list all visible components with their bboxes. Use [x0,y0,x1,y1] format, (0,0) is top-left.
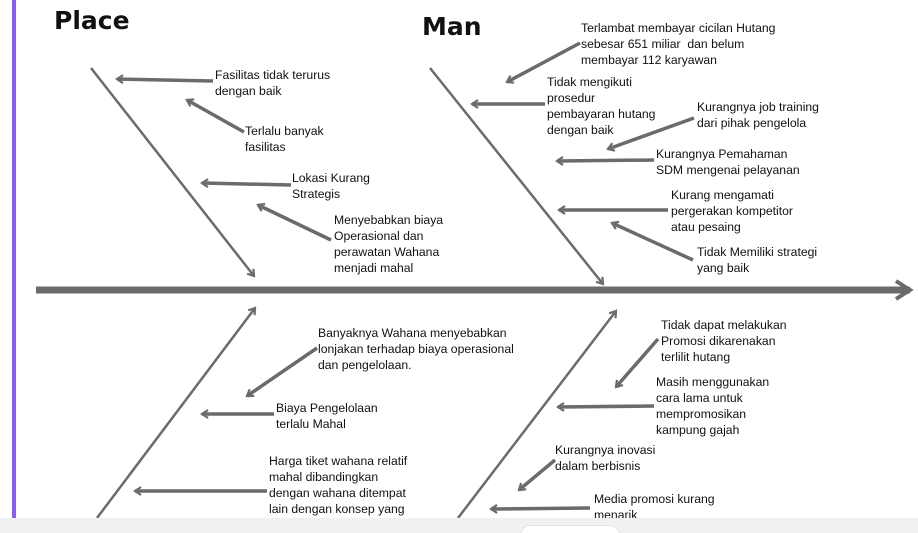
category-title-man: Man [422,12,482,41]
arrow-place-cause-4 [256,202,332,242]
arrow-bottom-right-cause-1 [614,337,660,389]
canvas-left-border [12,0,16,518]
cause-bottom-left-2: Biaya Pengelolaan terlalu Mahal [276,401,378,431]
arrow-man-cause-4 [555,156,655,166]
cause-man-5: Kurang mengamati pergerakan kompetitor a… [671,188,793,234]
scroll-handle[interactable] [520,525,620,533]
cause-man-3: Kurangnya job training dari pihak pengel… [697,100,819,130]
cause-bottom-right-2: Masih menggunakan cara lama untuk mempro… [656,375,770,437]
cause-man-2: Tidak mengikuti prosedur pembayaran huta… [547,75,656,137]
arrow-man-cause-1 [505,41,581,84]
bone-bottom-left [96,306,257,519]
arrow-man-cause-3 [606,116,695,152]
arrow-bottom-right-cause-3 [517,458,557,492]
bone-place [90,67,256,278]
arrow-bottom-left-cause-1 [245,346,318,398]
arrow-place-cause-3 [200,178,292,189]
editor-bottom-bar [0,518,918,533]
cause-place-4: Menyebabkan biaya Operasional dan perawa… [334,213,444,275]
category-title-place: Place [54,6,130,35]
cause-man-1: Terlambat membayar cicilan Hutang sebesa… [581,21,776,67]
cause-bottom-left-1: Banyaknya Wahana menyebabkan lonjakan te… [318,326,514,372]
bone-man [429,67,605,286]
cause-place-3: Lokasi Kurang Strategis [292,171,370,201]
arrow-place-cause-2 [185,98,245,134]
cause-place-1: Fasilitas tidak terurus dengan baik [215,68,331,98]
bone-bottom-right [457,309,618,519]
cause-bottom-right-1: Tidak dapat melakukan Promosi dikarenaka… [661,318,787,364]
cause-place-2: Terlalu banyak fasilitas [245,124,324,154]
cause-man-6: Tidak Memiliki strategi yang baik [697,245,818,275]
cause-bottom-right-3: Kurangnya inovasi dalam berbisnis [555,443,656,473]
arrow-bottom-right-cause-2 [556,402,655,412]
arrow-bottom-right-cause-4 [489,504,591,514]
arrow-man-cause-6 [610,220,694,262]
cause-bottom-left-3: Harga tiket wahana relatif mahal dibandi… [269,454,408,516]
arrow-place-cause-1 [115,74,214,85]
cause-man-4: Kurangnya Pemahaman SDM mengenai pelayan… [656,147,800,177]
